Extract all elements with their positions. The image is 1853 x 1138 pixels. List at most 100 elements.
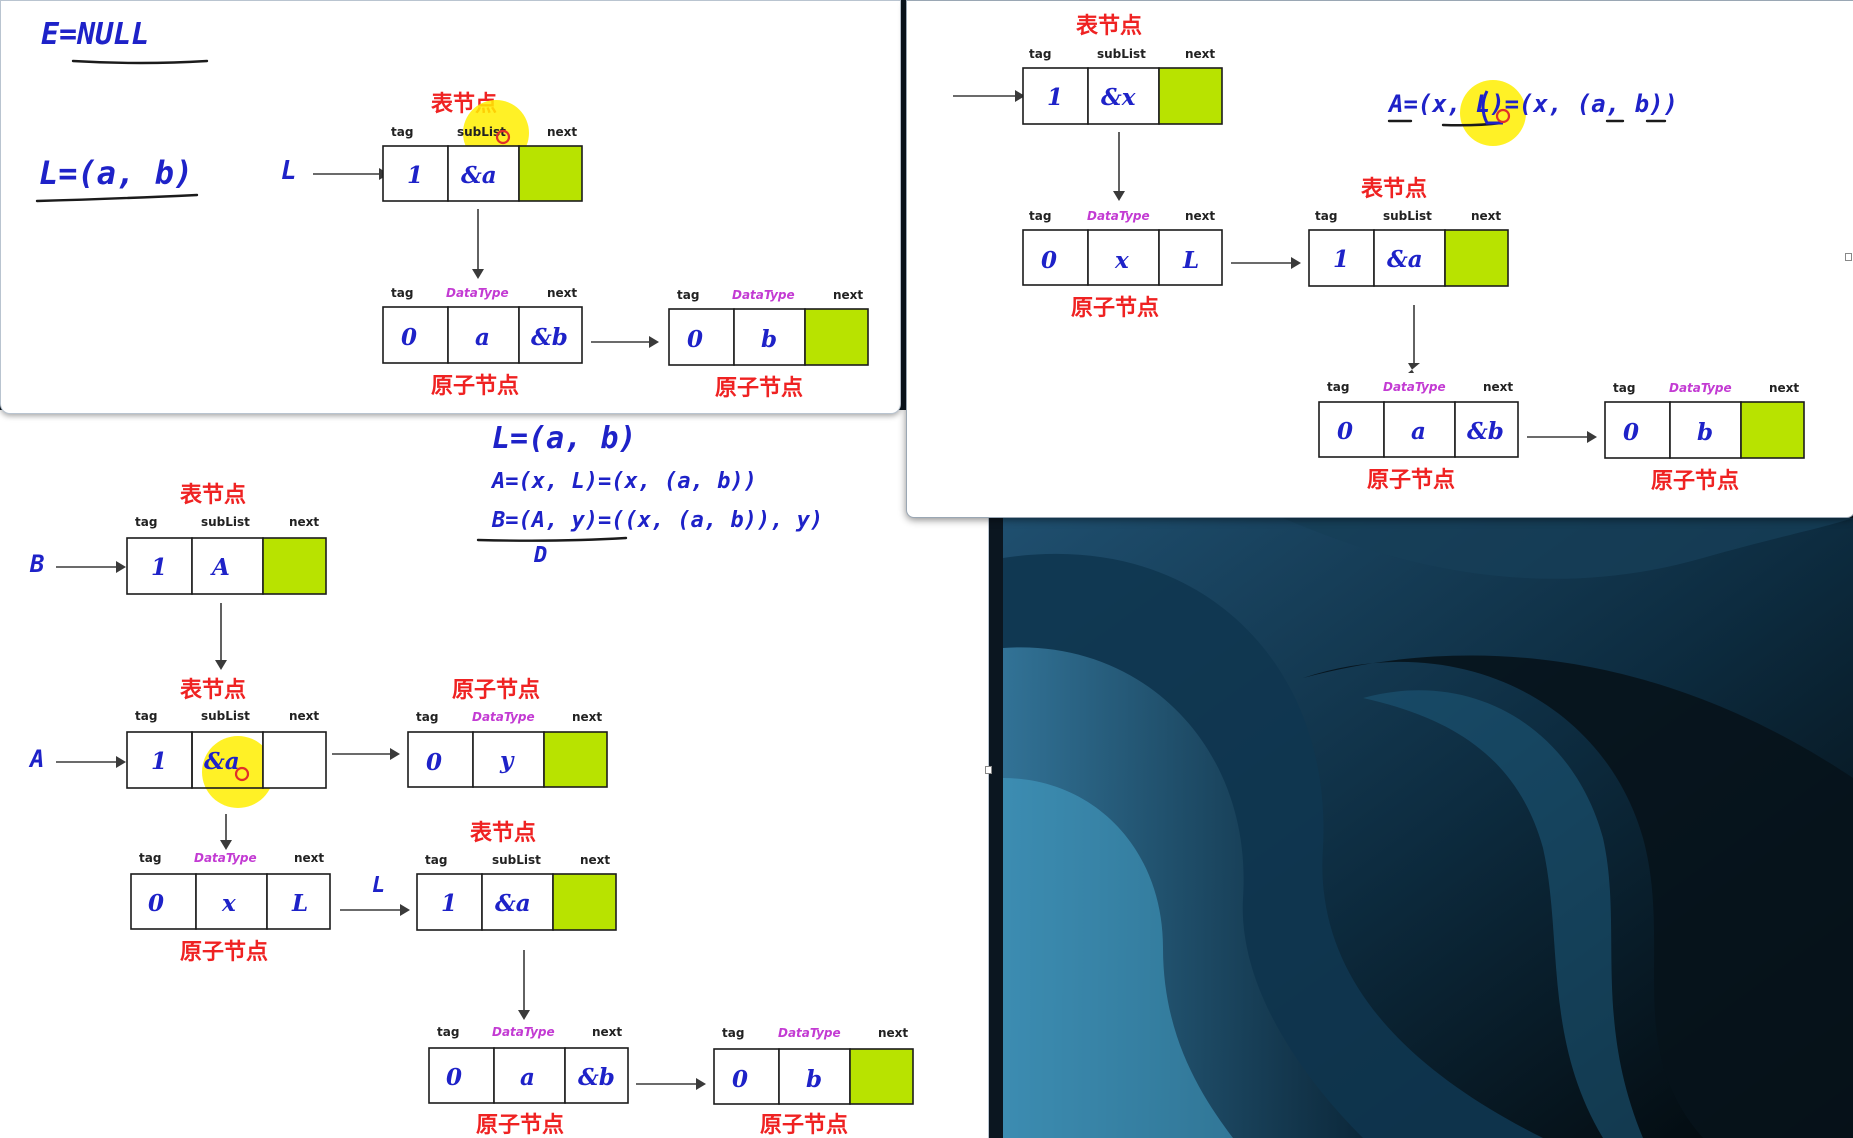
window-resize-handle[interactable] — [1845, 253, 1852, 261]
cell-data — [1087, 229, 1160, 286]
header-tag: tag — [139, 851, 161, 865]
value-sublist: &a — [461, 162, 497, 189]
label-atom-node: 原子节点 — [1071, 295, 1159, 321]
header-datatype: DataType — [778, 1026, 841, 1040]
header-sublist: subList — [1383, 209, 1432, 223]
diagram-window-list-a: 表节点 tag subList next 1 &x A=(x, L)=(x, (… — [906, 0, 1853, 518]
header-tag: tag — [677, 288, 699, 302]
header-tag: tag — [1029, 209, 1051, 223]
cell-tag — [382, 306, 449, 364]
atom-node-y: 0 y — [407, 731, 608, 788]
value-tag: 1 — [151, 748, 167, 775]
cell-tag — [416, 873, 483, 931]
header-tag: tag — [391, 286, 413, 300]
label-atom-node: 原子节点 — [1651, 468, 1739, 494]
header-tag: tag — [391, 125, 413, 139]
cell-tag — [407, 731, 474, 788]
label-table-node: 表节点 — [180, 482, 246, 508]
cell-next-null — [1158, 67, 1223, 125]
cell-sublist — [1087, 67, 1160, 125]
header-sublist: subList — [492, 853, 541, 867]
cell-tag — [1604, 401, 1671, 459]
value-tag: 1 — [441, 890, 457, 917]
pointer-label-l: L — [372, 873, 385, 898]
formula-a-definition: A=(x, L)=(x, (a, b)) — [1387, 90, 1678, 118]
value-tag: 0 — [401, 324, 417, 351]
value-tag: 0 — [426, 749, 442, 776]
label-table-node: 表节点 — [1361, 176, 1427, 202]
label-atom-node: 原子节点 — [476, 1112, 564, 1138]
cell-next — [266, 873, 331, 930]
label-atom-node: 原子节点 — [760, 1112, 848, 1138]
table-node-a: 1 &a — [126, 731, 327, 789]
diagram-window-list-b: L=(a, b) A=(x, L)=(x, (a, b)) B=(A, y)=(… — [0, 410, 989, 1138]
value-sublist: &a — [1387, 246, 1423, 273]
header-sublist: subList — [1097, 47, 1146, 61]
mouse-cursor-icon — [234, 766, 250, 782]
value-tag: 0 — [732, 1066, 748, 1093]
value-data: x — [221, 890, 236, 917]
window-resize-handle[interactable] — [985, 766, 992, 774]
value-data: a — [1411, 418, 1426, 445]
cell-tag — [130, 873, 197, 930]
arrow-head — [696, 1078, 706, 1090]
header-next: next — [1471, 209, 1501, 223]
value-sublist: &a — [204, 748, 240, 775]
header-next: next — [289, 515, 319, 529]
arrow-head — [1015, 90, 1025, 102]
arrow-head — [1291, 257, 1301, 269]
value-next: L — [1182, 247, 1199, 274]
cursor-highlight — [202, 736, 274, 808]
underline — [1387, 119, 1667, 127]
arrow-head — [1408, 363, 1420, 373]
header-datatype: DataType — [472, 710, 535, 724]
pointer-label-b: B — [29, 550, 44, 578]
cell-data — [1669, 401, 1742, 459]
value-tag: 1 — [1047, 84, 1063, 111]
label-table-node: 表节点 — [1076, 13, 1142, 39]
header-tag: tag — [1613, 381, 1635, 395]
value-tag: 0 — [1337, 418, 1353, 445]
cell-data — [1383, 401, 1456, 458]
header-tag: tag — [416, 710, 438, 724]
formula-a-definition: A=(x, L)=(x, (a, b)) — [490, 469, 757, 494]
atom-node-x: 0 x L — [130, 873, 331, 930]
header-tag: tag — [425, 853, 447, 867]
value-tag: 1 — [407, 162, 423, 189]
cell-tag — [713, 1048, 780, 1105]
table-node-l: 1 &a — [382, 145, 583, 202]
cell-tag — [668, 308, 735, 366]
header-next: next — [1769, 381, 1799, 395]
header-sublist: subList — [201, 515, 250, 529]
header-datatype: DataType — [194, 851, 257, 865]
value-tag: 0 — [1623, 419, 1639, 446]
value-tag: 0 — [148, 890, 164, 917]
label-atom-node: 原子节点 — [180, 939, 268, 965]
header-next: next — [289, 709, 319, 723]
arrow-head — [215, 660, 227, 670]
cell-next — [518, 306, 583, 364]
cell-next — [1454, 401, 1519, 458]
mouse-cursor-icon — [495, 129, 511, 145]
header-datatype: DataType — [732, 288, 795, 302]
value-tag: 0 — [687, 326, 703, 353]
atom-node-b: 0 b — [668, 308, 869, 366]
header-next: next — [1185, 47, 1215, 61]
cell-next-null — [1444, 229, 1509, 287]
header-datatype: DataType — [446, 286, 509, 300]
atom-node-b: 0 b — [713, 1048, 914, 1105]
cell-tag — [1318, 401, 1385, 458]
arrow-head — [116, 561, 126, 573]
table-node-l: 1 &a — [416, 873, 617, 931]
value-sublist: &x — [1101, 84, 1136, 111]
header-sublist: subList — [201, 709, 250, 723]
pointer-label-l: L — [281, 156, 297, 186]
cell-tag — [1308, 229, 1375, 287]
table-node-a: 1 &x — [1022, 67, 1223, 125]
cell-next — [1158, 229, 1223, 286]
value-tag: 0 — [1041, 247, 1057, 274]
header-tag: tag — [1327, 380, 1349, 394]
header-next: next — [572, 710, 602, 724]
header-tag: tag — [1315, 209, 1337, 223]
cell-data — [472, 731, 545, 788]
